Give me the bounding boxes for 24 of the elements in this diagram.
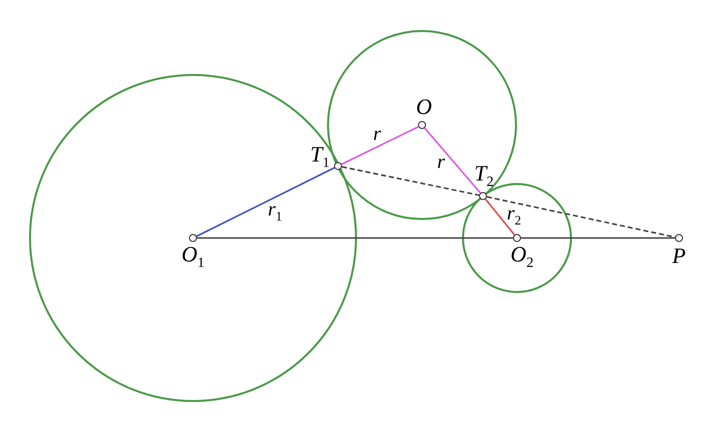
- point-marker: [418, 121, 426, 129]
- edge-label: r: [437, 152, 445, 172]
- point-marker: [189, 234, 197, 242]
- point-label: P: [672, 245, 686, 267]
- point-label: O: [416, 96, 432, 118]
- line-segment: [424, 128, 481, 194]
- edge-label: r$_{1}$: [268, 200, 282, 222]
- point-label: T$_{2}$: [474, 162, 494, 190]
- point-label: O$_{1}$: [181, 244, 205, 270]
- point-marker: [513, 234, 521, 242]
- point-marker: [334, 162, 342, 170]
- point-label: O$_{2}$: [510, 244, 534, 270]
- edge-label: r: [373, 124, 381, 144]
- point-label: T$_{1}$: [310, 144, 330, 170]
- point-marker: [479, 192, 487, 200]
- line-segment: [342, 166, 480, 196]
- edge-label: r$_{2}$: [506, 204, 522, 226]
- line-segment: [521, 237, 675, 239]
- point-marker: [675, 234, 683, 242]
- line-segment: [341, 126, 419, 165]
- line-segment: [196, 167, 335, 237]
- line-segment: [486, 196, 676, 238]
- line-segment: [484, 198, 516, 236]
- line-segment: [197, 237, 513, 239]
